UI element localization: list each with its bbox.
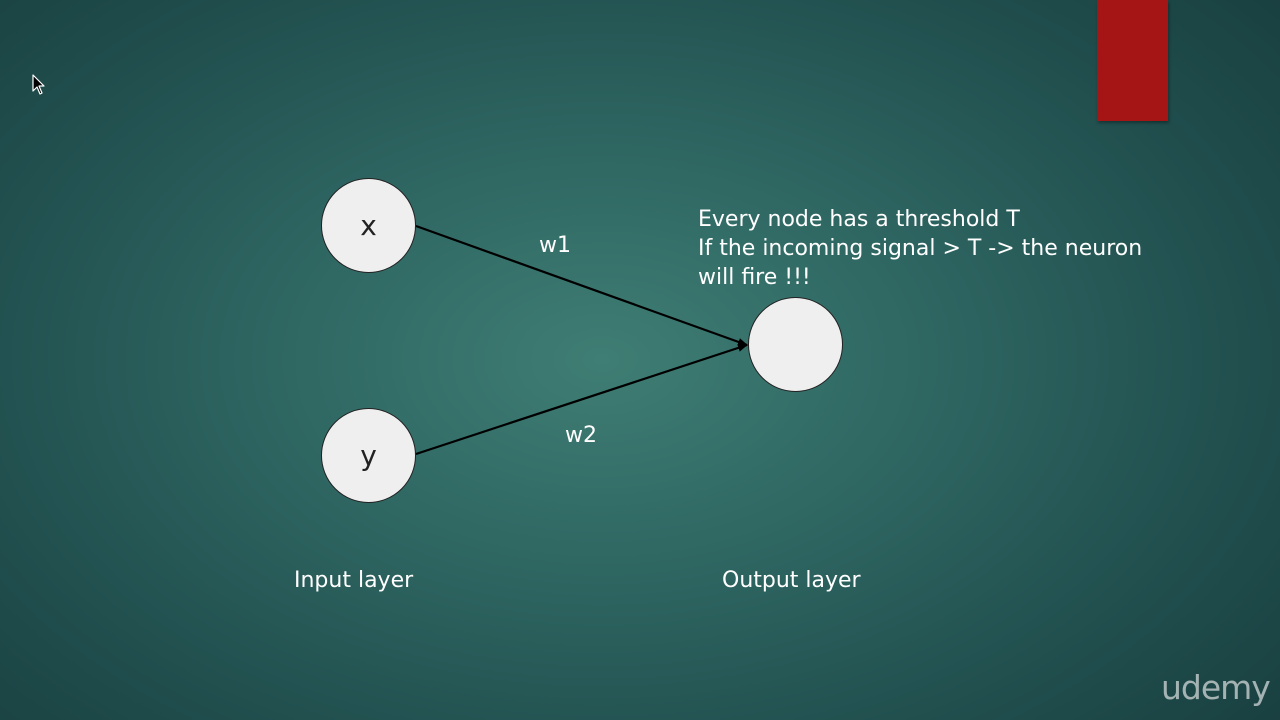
mouse-pointer-icon — [32, 74, 45, 95]
weight-label-w2: w2 — [565, 423, 597, 448]
input-layer-label: Input layer — [294, 568, 414, 593]
threshold-note-line-3: will fire !!! — [698, 265, 811, 290]
output-node — [748, 297, 843, 392]
edge-y-to-output — [415, 343, 748, 456]
input-node-y: y — [321, 408, 416, 503]
threshold-note: Every node has a threshold T If the inco… — [698, 205, 1168, 292]
output-layer-label: Output layer — [722, 568, 861, 593]
weight-label-w1: w1 — [539, 233, 571, 258]
red-accent-tab — [1097, 0, 1168, 121]
input-node-x-label: x — [360, 209, 377, 242]
threshold-note-line-2: If the incoming signal > T -> the neuron — [698, 236, 1143, 261]
edge-x-to-output — [415, 224, 748, 347]
udemy-logo: udemy — [1161, 668, 1271, 707]
input-node-y-label: y — [360, 439, 377, 472]
input-node-x: x — [321, 178, 416, 273]
threshold-note-line-1: Every node has a threshold T — [698, 207, 1020, 232]
